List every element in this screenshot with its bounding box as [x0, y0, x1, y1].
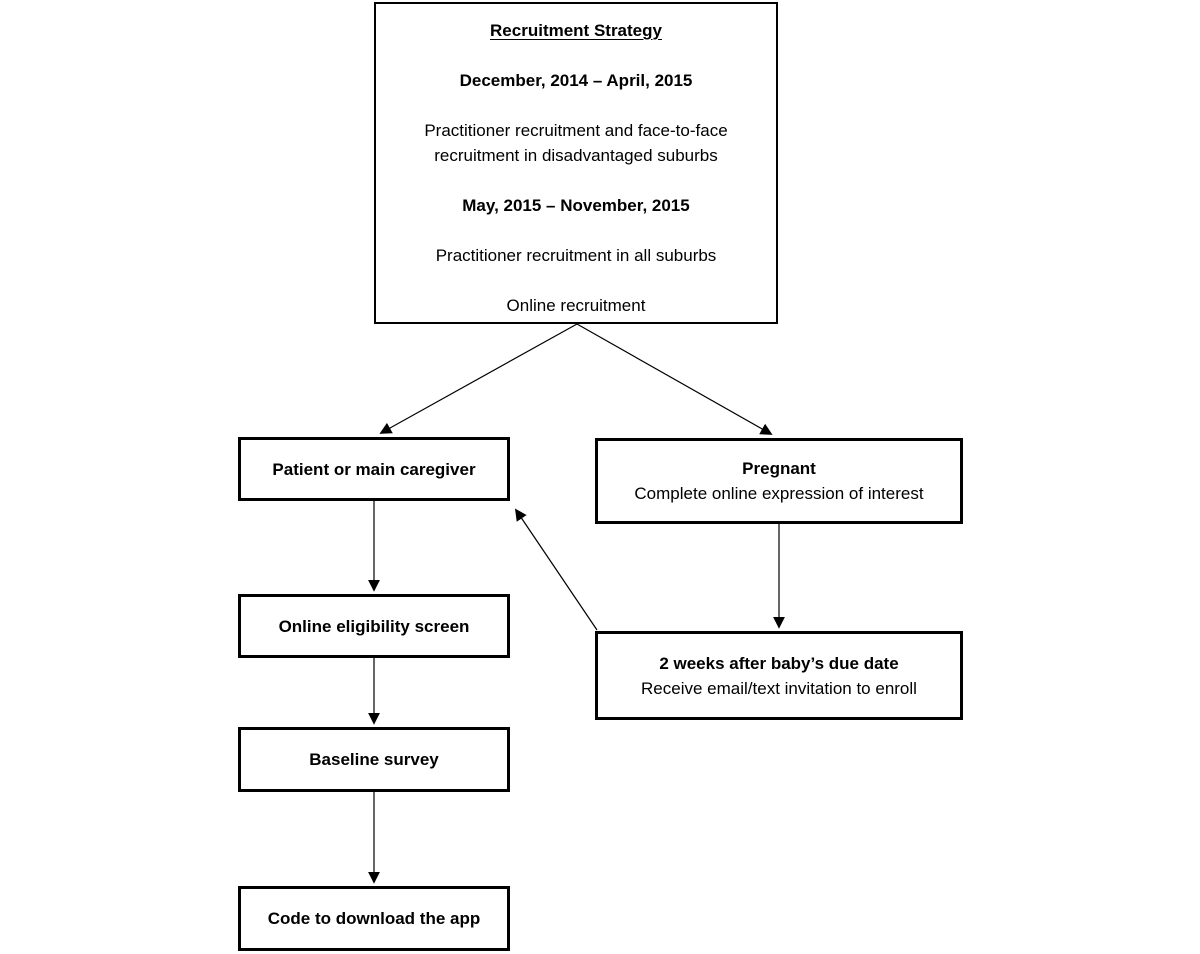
period1-heading: December, 2014 – April, 2015 [459, 71, 693, 90]
period1-detail: Practitioner recruitment and face-to-fac… [424, 121, 728, 165]
baseline-box-title: Baseline survey [309, 750, 439, 769]
pregnant-box: Pregnant Complete online expression of i… [595, 438, 963, 524]
arrow-strategy-to-patient [379, 323, 578, 434]
recruitment-strategy-title: Recruitment Strategy [490, 21, 662, 40]
online-recruitment-detail: Online recruitment [506, 296, 646, 315]
code-to-download-app-box: Code to download the app [238, 886, 510, 951]
pregnant-box-title: Pregnant [742, 459, 816, 478]
arrow-duedate-to-patient [514, 508, 598, 631]
patient-box-title: Patient or main caregiver [272, 459, 476, 479]
baseline-survey-box: Baseline survey [238, 727, 510, 792]
due-date-box-detail: Receive email/text invitation to enroll [641, 678, 917, 698]
due-date-box-title: 2 weeks after baby’s due date [659, 653, 899, 673]
due-date-box: 2 weeks after baby’s due date Receive em… [595, 631, 963, 720]
period2-heading: May, 2015 – November, 2015 [462, 196, 690, 215]
arrow-strategy-to-pregnant [576, 323, 773, 435]
online-eligibility-screen-box: Online eligibility screen [238, 594, 510, 658]
recruitment-strategy-box: Recruitment Strategy December, 2014 – Ap… [374, 2, 778, 324]
patient-or-main-caregiver-box: Patient or main caregiver [238, 437, 510, 501]
pregnant-box-detail: Complete online expression of interest [634, 484, 924, 503]
eligibility-box-title: Online eligibility screen [278, 616, 470, 636]
code-box-title: Code to download the app [267, 909, 481, 928]
period2-detail: Practitioner recruitment in all suburbs [435, 246, 717, 265]
